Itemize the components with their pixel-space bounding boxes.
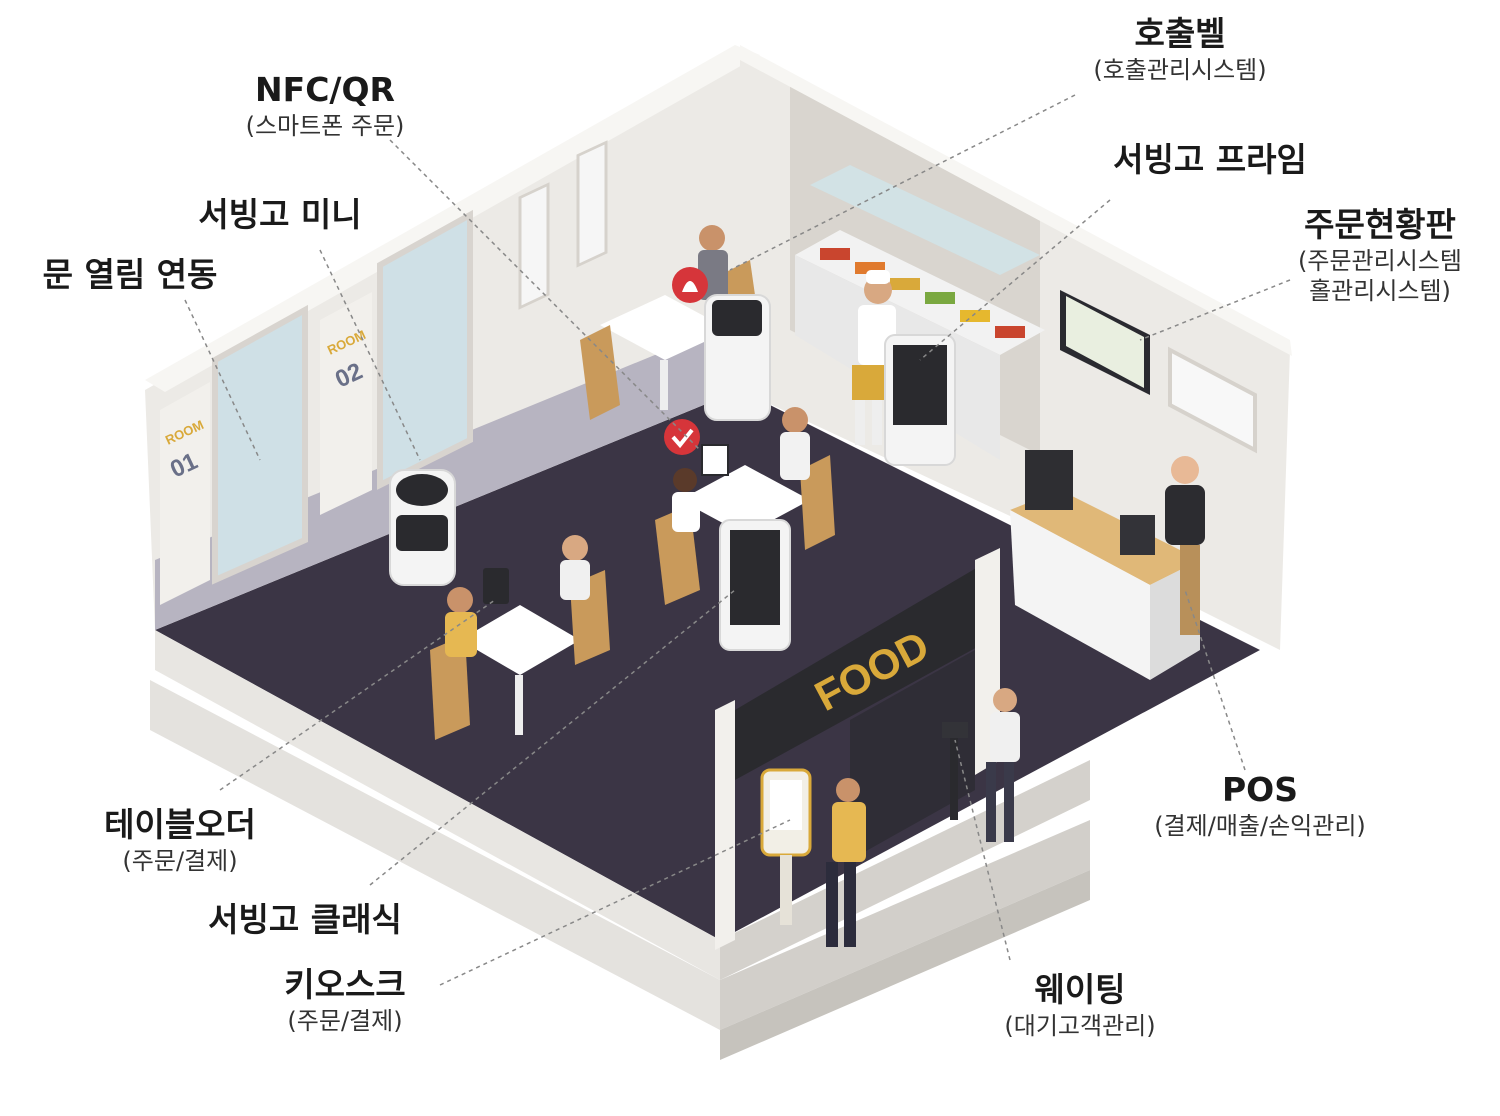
chef [852,270,896,445]
label-servingo-prime: 서빙고 프라임 [1113,140,1307,179]
leader-lines [184,94,1291,986]
table-front [430,568,610,740]
check-glyph-icon [671,428,694,449]
chair-back [580,325,620,420]
leader-door [184,299,261,461]
base-slab-lower [720,870,1090,1060]
waiting-tablet [942,722,968,738]
label-pos: POS (결제/매출/손익관리) [1154,770,1366,840]
check-icon [664,419,700,455]
kiosk [760,768,812,925]
bell-glyph-icon [682,281,698,292]
label-door-link: 문 열림 연동 [42,255,218,294]
table-middle [655,455,835,605]
label-servingo-mini: 서빙고 미니 [198,195,362,234]
food-sign [735,560,990,780]
left-window-1 [518,182,550,310]
leader-classic [369,589,736,886]
robot-back [704,294,771,421]
floor-edge-left [155,630,720,980]
label-servingo-classic: 서빙고 클래식 [208,900,402,939]
floor-edge-right [720,760,1090,980]
kitchen-counter-top [795,230,1045,355]
label-order-board: 주문현황판 (주문관리시스템 홀관리시스템) [1298,205,1462,306]
room2-panel [320,292,372,515]
label-nfc-qr: NFC/QR (스마트폰 주문) [245,70,405,140]
label-call-bell: 호출벨 (호출관리시스템) [1093,14,1267,84]
label-waiting: 웨이팅 (대기고객관리) [1004,970,1156,1040]
leader-prime [919,199,1111,361]
label-kiosk: 키오스크 (주문/결제) [284,965,406,1035]
coffee-machine [1025,450,1073,510]
pos-counter-top [1010,490,1200,585]
room1-panel [160,382,210,605]
order-board-screen [1066,296,1144,388]
leader-order-board [1139,279,1291,341]
waiting-customer [986,688,1020,842]
kitchen-shelf-glass [810,165,1040,275]
left-window-2 [576,140,608,268]
pos-terminal [1120,515,1155,555]
leader-waiting [954,739,1011,961]
label-table-order: 테이블오더 (주문/결제) [104,805,256,875]
kiosk-customer [826,778,866,947]
room2-door [377,209,473,490]
table-order-tablet [483,568,509,604]
leader-call-bell [729,94,1076,271]
room1-door [212,304,308,585]
leader-kiosk [439,819,791,986]
base-slab-left [150,680,720,1030]
entrance-door [850,650,975,860]
entrance-wall [715,700,735,950]
right-wall-top [740,45,1292,356]
robot-classic [719,519,791,651]
cashier [1165,456,1205,635]
robot-mini [389,469,456,586]
leader-nfc-qr [389,139,701,451]
qr-code-stand [701,444,729,476]
right-wall-window [1168,346,1257,454]
pos-counter-front [1010,510,1150,680]
base-slab-right [720,820,1090,1030]
waiting-stand [950,730,958,820]
leader-mini [319,249,421,461]
left-wall-top [145,45,760,392]
robot-prime [884,334,956,466]
